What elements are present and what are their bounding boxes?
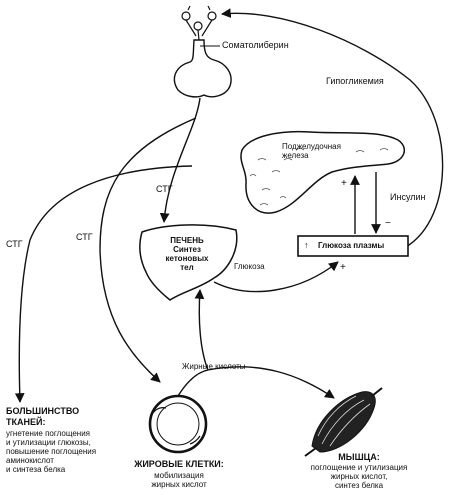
hypothalamus-neurons bbox=[181, 5, 217, 41]
stg-to-liver-arrow bbox=[159, 97, 201, 223]
somatoliberin-label: Соматолиберин bbox=[222, 40, 289, 50]
stg-left-label: СТГ bbox=[6, 239, 23, 249]
stg-to-tissues-arrow bbox=[14, 165, 193, 403]
pancreas-label: Поджелудочная железа bbox=[282, 142, 341, 160]
pituitary-gland bbox=[173, 39, 232, 98]
minus-insulin-sign: − bbox=[385, 218, 391, 229]
most-tissues-body: угнетение поглощения и утилизации глюкоз… bbox=[6, 429, 97, 474]
fat-cells-body: мобилизация жирных кислот bbox=[151, 471, 207, 489]
pancreas-texture bbox=[249, 148, 389, 206]
stg-to-fat-cells-arrow bbox=[99, 117, 197, 383]
fat-cells-title: ЖИРОВЫЕ КЛЕТКИ: bbox=[134, 459, 224, 469]
insulin-label: Инсулин bbox=[390, 192, 426, 202]
fat-cell bbox=[148, 394, 208, 454]
most-tissues-title: БОЛЬШИНСТВО ТКАНЕЙ: bbox=[6, 406, 80, 427]
plasma-glucose-box bbox=[297, 235, 409, 257]
hypoglycemia-label: Гипогликемия bbox=[326, 76, 384, 86]
plasma-up-arrow: ↑ bbox=[304, 240, 309, 250]
liver-label: ПЕЧЕНЬ Синтез кетоновых тел bbox=[165, 236, 209, 272]
liver bbox=[139, 224, 238, 301]
fatty-acids-label: Жирные кислоты bbox=[182, 362, 246, 371]
muscle bbox=[304, 387, 383, 457]
plus-pancreas-sign: + bbox=[341, 178, 347, 189]
hypoglycemia-arrow bbox=[221, 8, 444, 251]
stg-mid-label: СТГ bbox=[76, 232, 93, 242]
fatty-acids-to-muscle-arrow bbox=[207, 366, 335, 399]
plasma-glucose-label: Глюкоза плазмы bbox=[318, 241, 385, 250]
fatty-acids-to-liver-arrow bbox=[194, 289, 209, 371]
liver-glucose-arrow bbox=[213, 261, 339, 293]
plus-glucose-sign: + bbox=[340, 262, 346, 273]
glucose-label: Глюкоза bbox=[234, 262, 265, 271]
muscle-body: поглощение и утилизация жирных кислот, с… bbox=[310, 463, 408, 490]
fat-to-fatty-acids-line bbox=[177, 369, 209, 397]
stg-center-label: СТГ bbox=[156, 184, 173, 194]
pancreas bbox=[240, 130, 406, 214]
muscle-title: МЫШЦА: bbox=[338, 452, 380, 462]
